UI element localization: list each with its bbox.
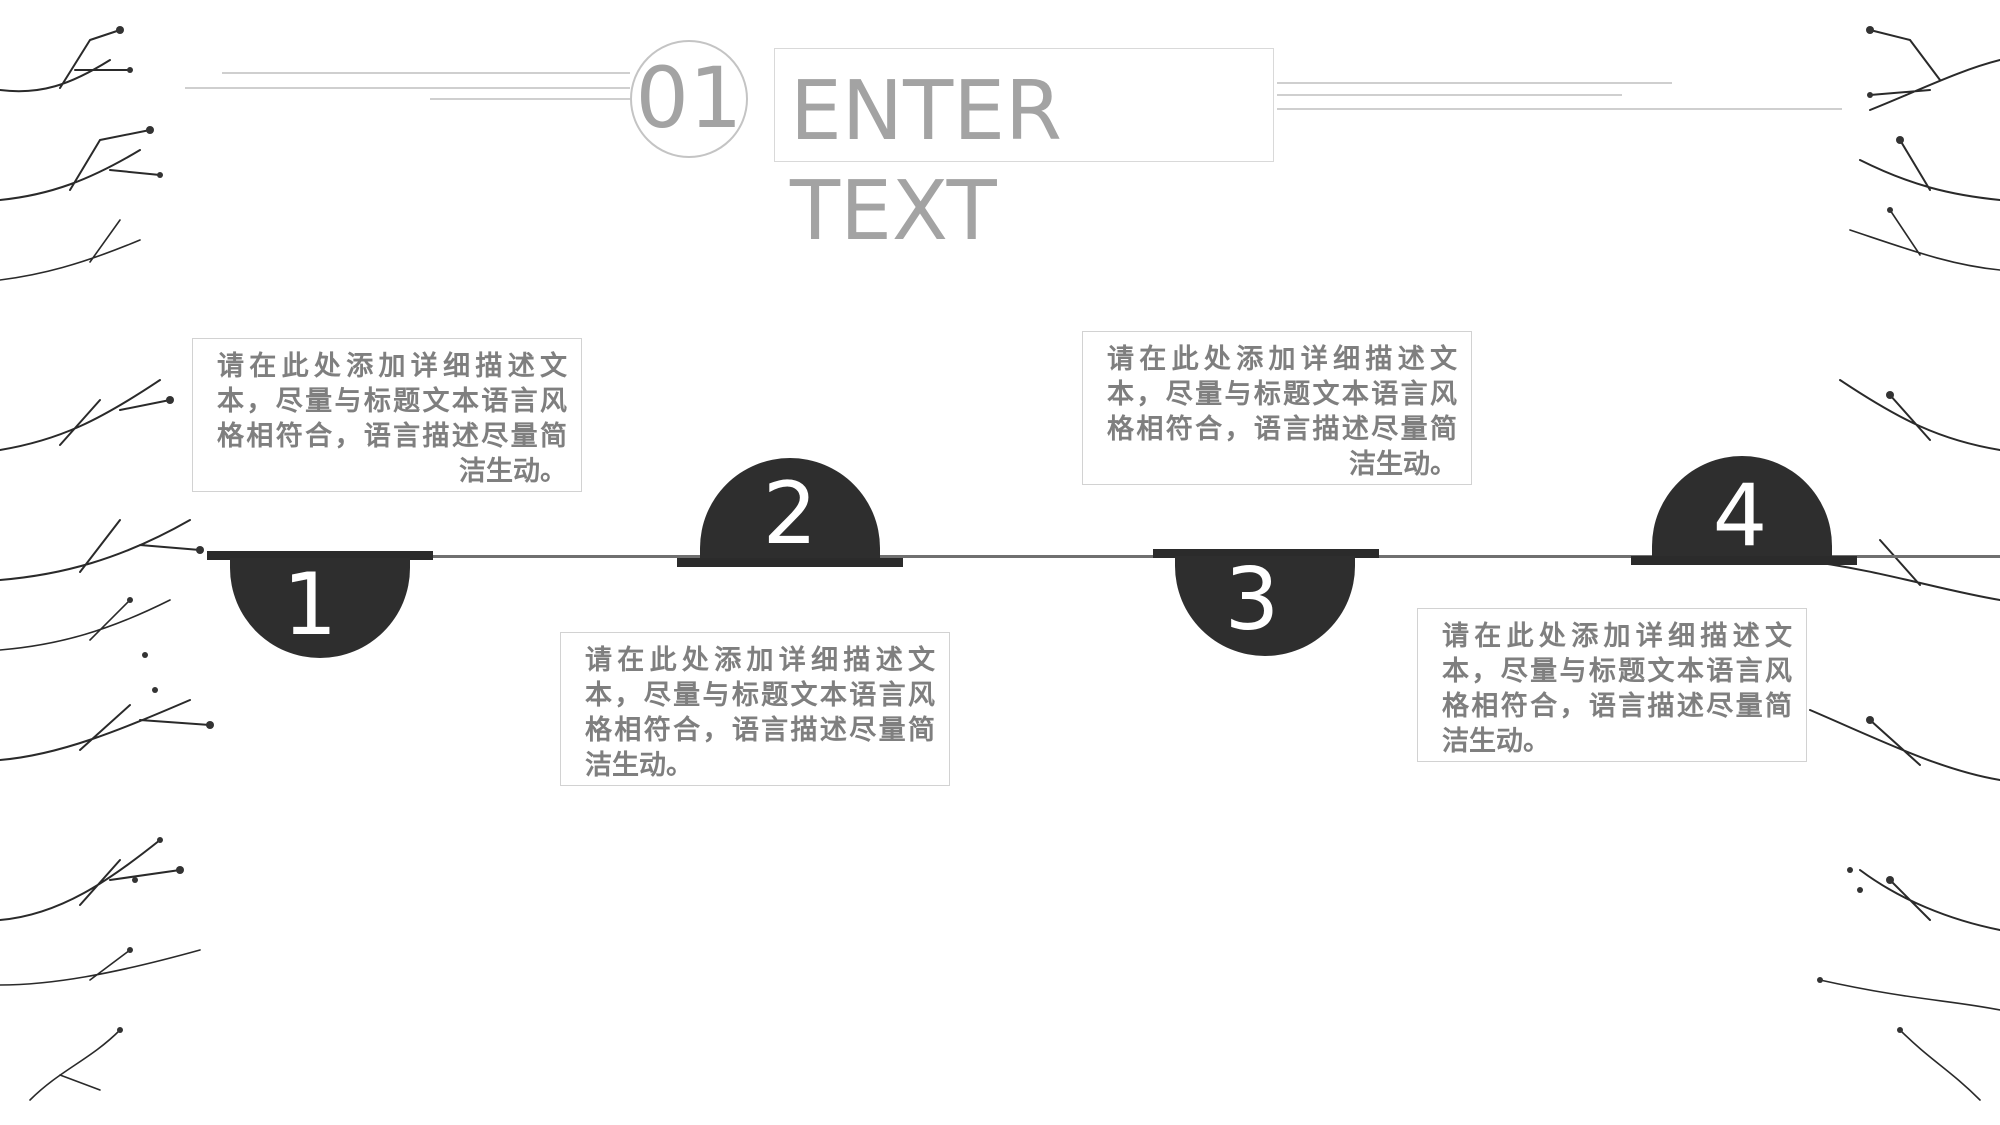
left-branch-decoration bbox=[0, 26, 214, 1101]
step-3-bar bbox=[1153, 549, 1379, 558]
step-1-description: 请在此处添加详细描述文本，尽量与标题文本语言风格相符合，语言描述尽量简洁生动。 bbox=[192, 338, 582, 492]
step-4-description: 请在此处添加详细描述文本，尽量与标题文本语言风格相符合，语言描述尽量简洁生动。 bbox=[1417, 608, 1807, 762]
header-line bbox=[222, 72, 630, 74]
header-line bbox=[1277, 82, 1672, 84]
step-2-number: 2 bbox=[762, 464, 818, 564]
step-4-bar bbox=[1631, 556, 1857, 565]
step-1-number: 1 bbox=[282, 555, 338, 655]
step-2-description: 请在此处添加详细描述文本，尽量与标题文本语言风格相符合，语言描述尽量简洁生动。 bbox=[560, 632, 950, 786]
step-3-description: 请在此处添加详细描述文本，尽量与标题文本语言风格相符合，语言描述尽量简洁生动。 bbox=[1082, 331, 1472, 485]
step-2-bar bbox=[677, 558, 903, 567]
step-1-bar bbox=[207, 551, 433, 560]
header-line bbox=[185, 87, 630, 89]
title-box bbox=[774, 48, 1274, 162]
right-branch-decoration bbox=[1796, 26, 2000, 1101]
header-line bbox=[1277, 108, 1842, 110]
step-4-number: 4 bbox=[1712, 466, 1768, 566]
header-line bbox=[430, 98, 630, 100]
page-title: ENTER TEXT bbox=[790, 64, 1063, 259]
step-3-number: 3 bbox=[1224, 550, 1280, 650]
section-number-circle bbox=[630, 40, 748, 158]
timeline-line bbox=[210, 555, 2000, 558]
section-number: 01 bbox=[635, 49, 743, 147]
header-line bbox=[1277, 94, 1622, 96]
